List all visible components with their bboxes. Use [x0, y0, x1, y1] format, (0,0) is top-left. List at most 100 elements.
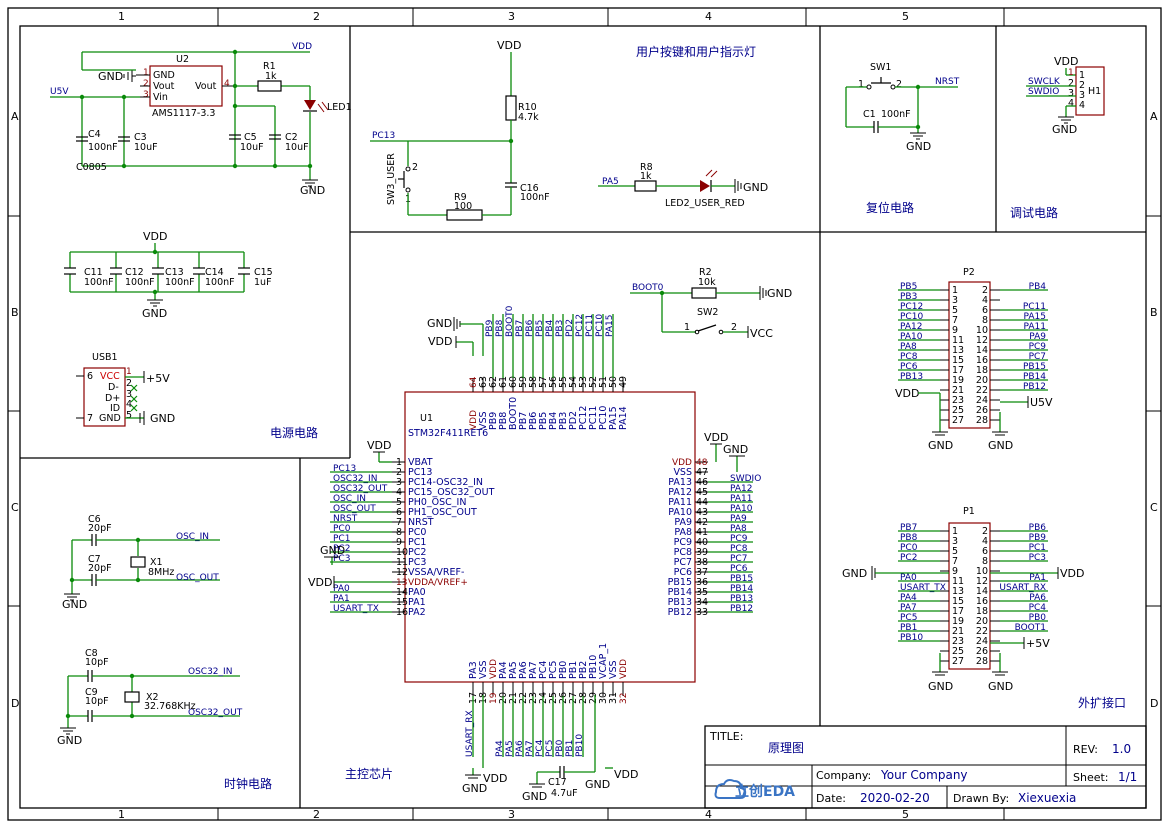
mcu-left-pin-number: 3: [396, 477, 402, 488]
p1-right-net-label: PB9: [1029, 533, 1047, 543]
mcu-right-pin-number: 46: [696, 477, 708, 488]
mcu-left-net-label: OSC_IN: [333, 494, 366, 504]
u2-pin-gnd: GND: [153, 70, 175, 81]
usb1-num1: 1: [126, 367, 132, 377]
p2-right-net-label: PA9: [1029, 332, 1046, 342]
mcu-top-pin-number: 56: [548, 376, 559, 388]
mcu-bottom-net-label: PC4: [535, 739, 545, 757]
mcu-right-pin-number: 33: [696, 607, 708, 618]
mcu-left-net-label: PC0: [333, 524, 351, 534]
p1-right-pin-number: 10: [976, 566, 988, 577]
p2-right-pin-number: 16: [976, 355, 988, 366]
c4-package: C0805: [76, 162, 107, 173]
mcu-bottom-net-label: PA4: [495, 740, 505, 757]
mcu-bottom-pin-number: 30: [598, 692, 609, 704]
section-title-expansion: 外扩接口: [1078, 695, 1126, 710]
usb1-num4: 4: [126, 399, 132, 410]
mcu-right-pin-name: PA9: [674, 517, 692, 528]
mcu-left-net-label: PC3: [333, 554, 350, 564]
p1-right-pin-number: 26: [976, 646, 988, 657]
usb1-no-connect-marks: [130, 384, 138, 412]
p2-right-pin-number: 4: [982, 295, 988, 306]
mcu-bottom-gnd-label: GND: [462, 782, 487, 795]
mcu-right-pin-number: 41: [696, 527, 708, 538]
p1-left-net-label: PB1: [900, 623, 917, 633]
title-value: 原理图: [768, 741, 804, 755]
mcu-right-pin-name: PC6: [674, 567, 692, 578]
p2-right-net-label: PA15: [1024, 312, 1046, 322]
mcu-left-pin-number: 2: [396, 467, 402, 478]
r1-ref: R1: [263, 61, 276, 72]
p2-left-net-label: PC12: [900, 302, 923, 312]
sw1-pin2: 2: [896, 79, 902, 90]
debug-gnd-label: GND: [1052, 123, 1077, 136]
mcu-top-pin-number: 63: [478, 376, 489, 388]
p2-left-pin-number: 3: [952, 295, 958, 306]
mcu-left-pin-number: 7: [396, 517, 402, 528]
power-section: U2 AMS1117-3.3 GND Vout Vin Vout 1 2 3 4…: [50, 42, 352, 427]
row-label-b-right: B: [1150, 306, 1158, 319]
boot-section: BOOT0 R2 10k GND SW2 1 2 VCC: [630, 267, 792, 340]
p1-left-pin-number: 13: [952, 586, 964, 597]
c7-ref: C7: [88, 554, 101, 565]
p2-left-pin-number: 7: [952, 315, 958, 326]
clock-section: C6 20pF OSC_IN C7 20pF OSC_OUT GND X1 8M…: [57, 514, 243, 747]
p2-right-net-label: PC11: [1023, 302, 1046, 312]
cap-c11: [64, 252, 76, 292]
p1-right-pin-number: 18: [976, 606, 988, 617]
mcu-left-pin-name: PH1_OSC_OUT: [408, 507, 477, 518]
section-title-debug: 调试电路: [1010, 205, 1058, 220]
mcu-right-pin-number: 36: [696, 577, 708, 588]
mcu-section: U1 STM32F411RET6 64VDD63VSS62PB9PB961PB8…: [308, 305, 761, 803]
p1-right-pin-number: 22: [976, 626, 988, 637]
mcu-left-pin-number: 15: [396, 597, 408, 608]
mcu-left-pin-name: VDDA/VREF+: [408, 578, 468, 588]
mcu-right-pin-name: PB13: [668, 597, 692, 608]
c11-value: 100nF: [84, 277, 114, 288]
p2-left-net-label: PB3: [900, 292, 917, 302]
sw2-pin2: 2: [731, 322, 737, 333]
x2-ref: X2: [146, 692, 159, 703]
mcu-right-pin-number: 34: [696, 597, 708, 608]
mcu-top-pin-name: PC11: [588, 406, 599, 430]
mcu-left-pin-name: PC3: [408, 557, 426, 568]
mcu-right-pin-name: PC9: [674, 537, 692, 548]
logo-text: 立创EDA: [735, 783, 795, 800]
mcu-left-pin-number: 14: [396, 587, 408, 598]
mcu-top-net-label: PC10: [595, 314, 605, 337]
sw3-pin2: 2: [412, 162, 418, 173]
mcu-left-net-label: PC1: [333, 534, 350, 544]
p1-left-net-label: PA7: [900, 603, 917, 613]
mcu-left-pin-name: VSSA/VREF-: [408, 567, 464, 578]
mcu-right-pin-name: PC8: [674, 547, 692, 558]
mcu-top-pin-name: PD2: [568, 411, 579, 430]
c5-ref: C5: [244, 132, 257, 143]
mcu-bottom-pin-name: PB0: [558, 661, 569, 679]
c8-ref: C8: [85, 648, 98, 659]
mcu-right-pin-number: 44: [696, 497, 708, 508]
mcu-right-pin-number: 35: [696, 587, 708, 598]
mcu-top-pin-number: 52: [588, 376, 599, 388]
mcu-top-net-label: PC12: [575, 314, 585, 337]
p2-left-net-label: PA12: [900, 322, 922, 332]
u2-pin3: 3: [143, 90, 149, 100]
mcu-top-pin-number: 62: [488, 376, 499, 388]
p1-right-net-label: PA6: [1029, 593, 1046, 603]
col-label-5: 5: [902, 10, 909, 23]
r9-ref: R9: [454, 192, 467, 203]
cap-c13: [152, 252, 164, 292]
mcu-top-pin-name: PB6: [528, 412, 539, 430]
section-title-power: 电源电路: [270, 425, 318, 440]
mcu-top-pin-number: 49: [618, 376, 629, 388]
mcu-bottom-vdd-label: VDD: [483, 772, 507, 785]
c7-value: 20pF: [88, 563, 112, 574]
p1-right-net-label: PC4: [1029, 603, 1047, 613]
mcu-top-net-label: PB6: [525, 319, 535, 337]
net-osc-out: OSC_OUT: [176, 573, 219, 583]
mcu-right-net-label: PC7: [730, 554, 747, 564]
mcu-left-pin-name: PC1: [408, 537, 426, 548]
p1-right-pin-number: 8: [982, 556, 988, 567]
mcu-bottom-vdd2-label: VDD: [614, 768, 638, 781]
mcu-bottom-net-label: PB1: [565, 740, 575, 757]
